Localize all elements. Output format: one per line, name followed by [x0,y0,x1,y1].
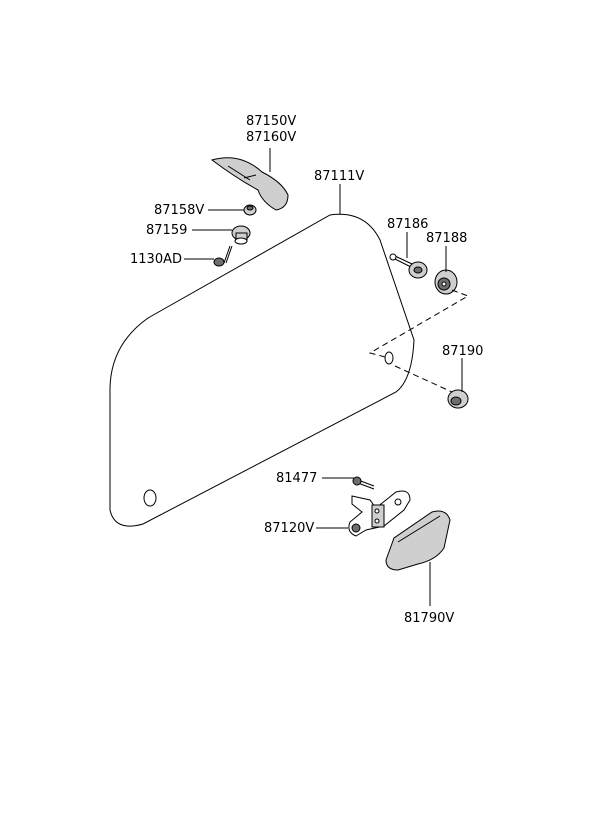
label-81477: 81477 [276,471,317,486]
glass-hole [143,489,157,507]
latch-bracket [348,490,411,537]
nut-part [434,269,458,295]
assembly-lines [368,289,470,393]
label-81790V: 81790V [404,611,454,626]
part-labels: 87150V 87160V 87111V 87158V 87159 1130AD… [130,114,483,626]
label-87160V: 87160V [246,130,296,145]
label-87188: 87188 [426,231,467,246]
label-87190: 87190 [442,344,483,359]
quarter-glass-panel [109,213,415,527]
clip-part [243,204,257,216]
latch-bolt-part [352,476,375,490]
label-87111V: 87111V [314,169,364,184]
leader-lines [184,148,463,606]
label-87159: 87159 [146,223,187,238]
label-87186: 87186 [387,217,428,232]
label-1130AD: 1130AD [130,252,182,267]
label-87158V: 87158V [154,203,204,218]
stopper-part [447,389,469,409]
grommet-part [231,225,251,245]
screw-part [213,245,233,267]
latch-cover [385,510,451,571]
bolt-part [389,253,428,279]
label-87150V: 87150V [246,114,296,129]
label-87120V: 87120V [264,521,314,536]
trim-piece [210,157,289,211]
